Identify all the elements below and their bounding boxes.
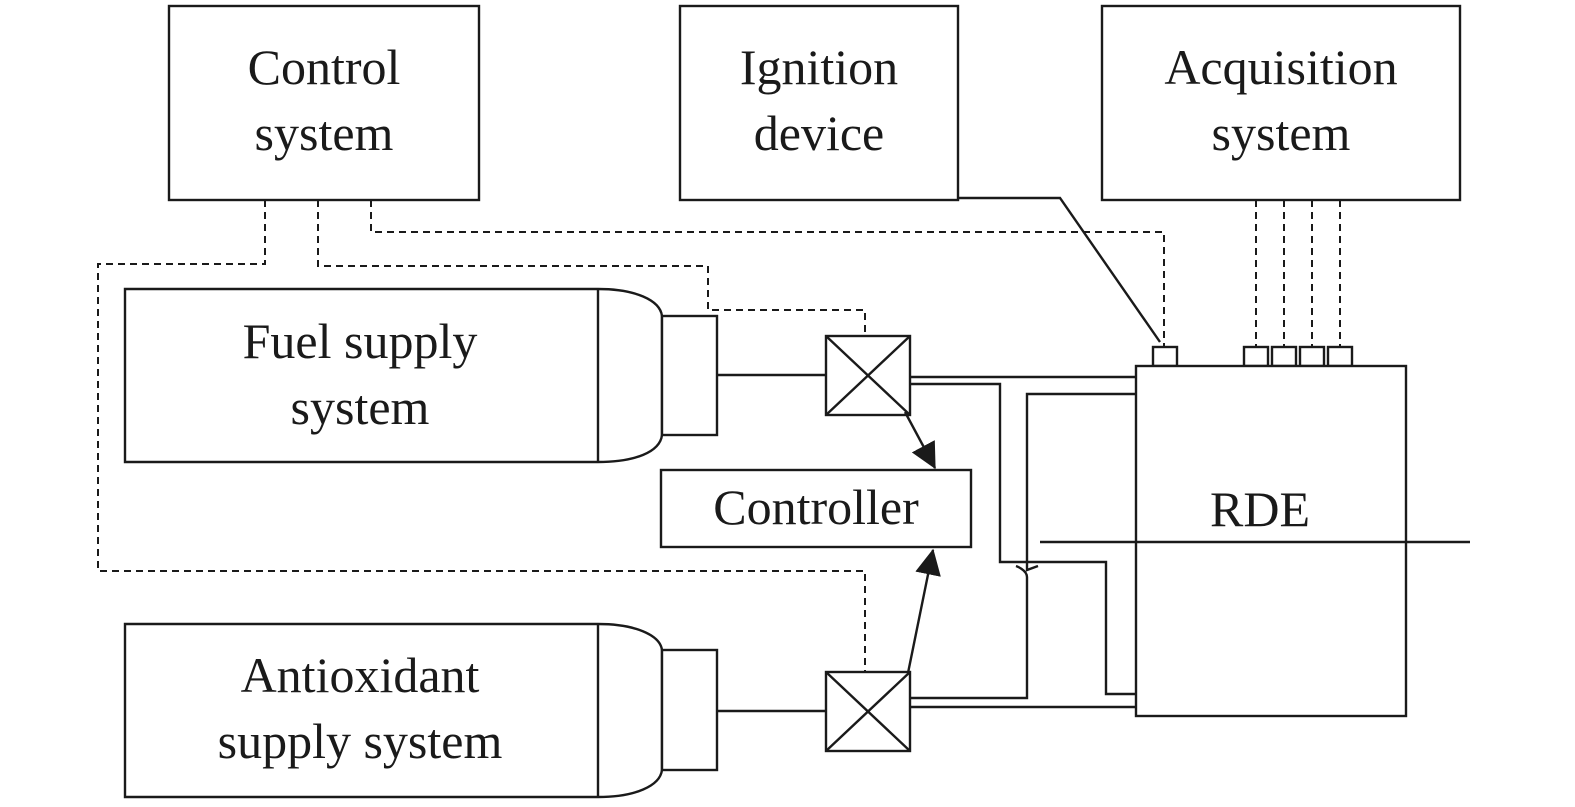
antioxidant-valve <box>824 670 912 753</box>
ignition-line <box>958 196 1161 343</box>
control-to-ignition-port-line <box>370 200 1165 347</box>
sensor-port-1 <box>1242 345 1270 368</box>
ignition-device-label-line2: device <box>754 105 884 161</box>
antioxidant-valve-to-controller-arrow <box>906 548 941 674</box>
sensor-port-4 <box>1326 345 1354 368</box>
fuel-supply-tank: Fuel supply system <box>123 287 719 464</box>
ignition-device-label-line1: Ignition <box>740 39 898 95</box>
antioxidant-supply-label-line2: supply system <box>218 713 503 769</box>
rde-ports <box>1151 345 1354 368</box>
control-to-antioxidant-valve-line <box>97 200 866 672</box>
acquisition-system-label-line2: system <box>1212 105 1351 161</box>
controller-label: Controller <box>713 479 919 535</box>
ignition-device-box: Ignition device <box>678 4 960 202</box>
ignition-port <box>1151 345 1179 368</box>
fuel-supply-label-line2: system <box>291 379 430 435</box>
fuel-valve <box>824 334 912 417</box>
control-signal-lines <box>97 200 1341 672</box>
controller-box: Controller <box>659 468 973 549</box>
fuel-valve-to-controller-arrow <box>903 411 937 470</box>
fuel-valve-to-rde-pipe-b <box>910 382 1136 696</box>
control-system-box: Control system <box>167 4 481 202</box>
fuel-supply-label-line1: Fuel supply <box>243 313 478 369</box>
antioxidant-valve-to-rde-pipe-a <box>910 392 1136 700</box>
rde-feed-pipes <box>910 375 1136 709</box>
sensor-port-3 <box>1298 345 1326 368</box>
rde-label: RDE <box>1210 481 1310 537</box>
acquisition-system-box: Acquisition system <box>1100 4 1462 202</box>
sensor-port-2 <box>1270 345 1298 368</box>
antioxidant-supply-tank: Antioxidant supply system <box>123 622 719 799</box>
control-system-label-line2: system <box>255 105 394 161</box>
acquisition-system-label-line1: Acquisition <box>1164 39 1397 95</box>
control-system-label-line1: Control <box>248 39 401 95</box>
antioxidant-supply-label-line1: Antioxidant <box>241 647 480 703</box>
control-to-fuel-valve-line <box>317 200 866 336</box>
